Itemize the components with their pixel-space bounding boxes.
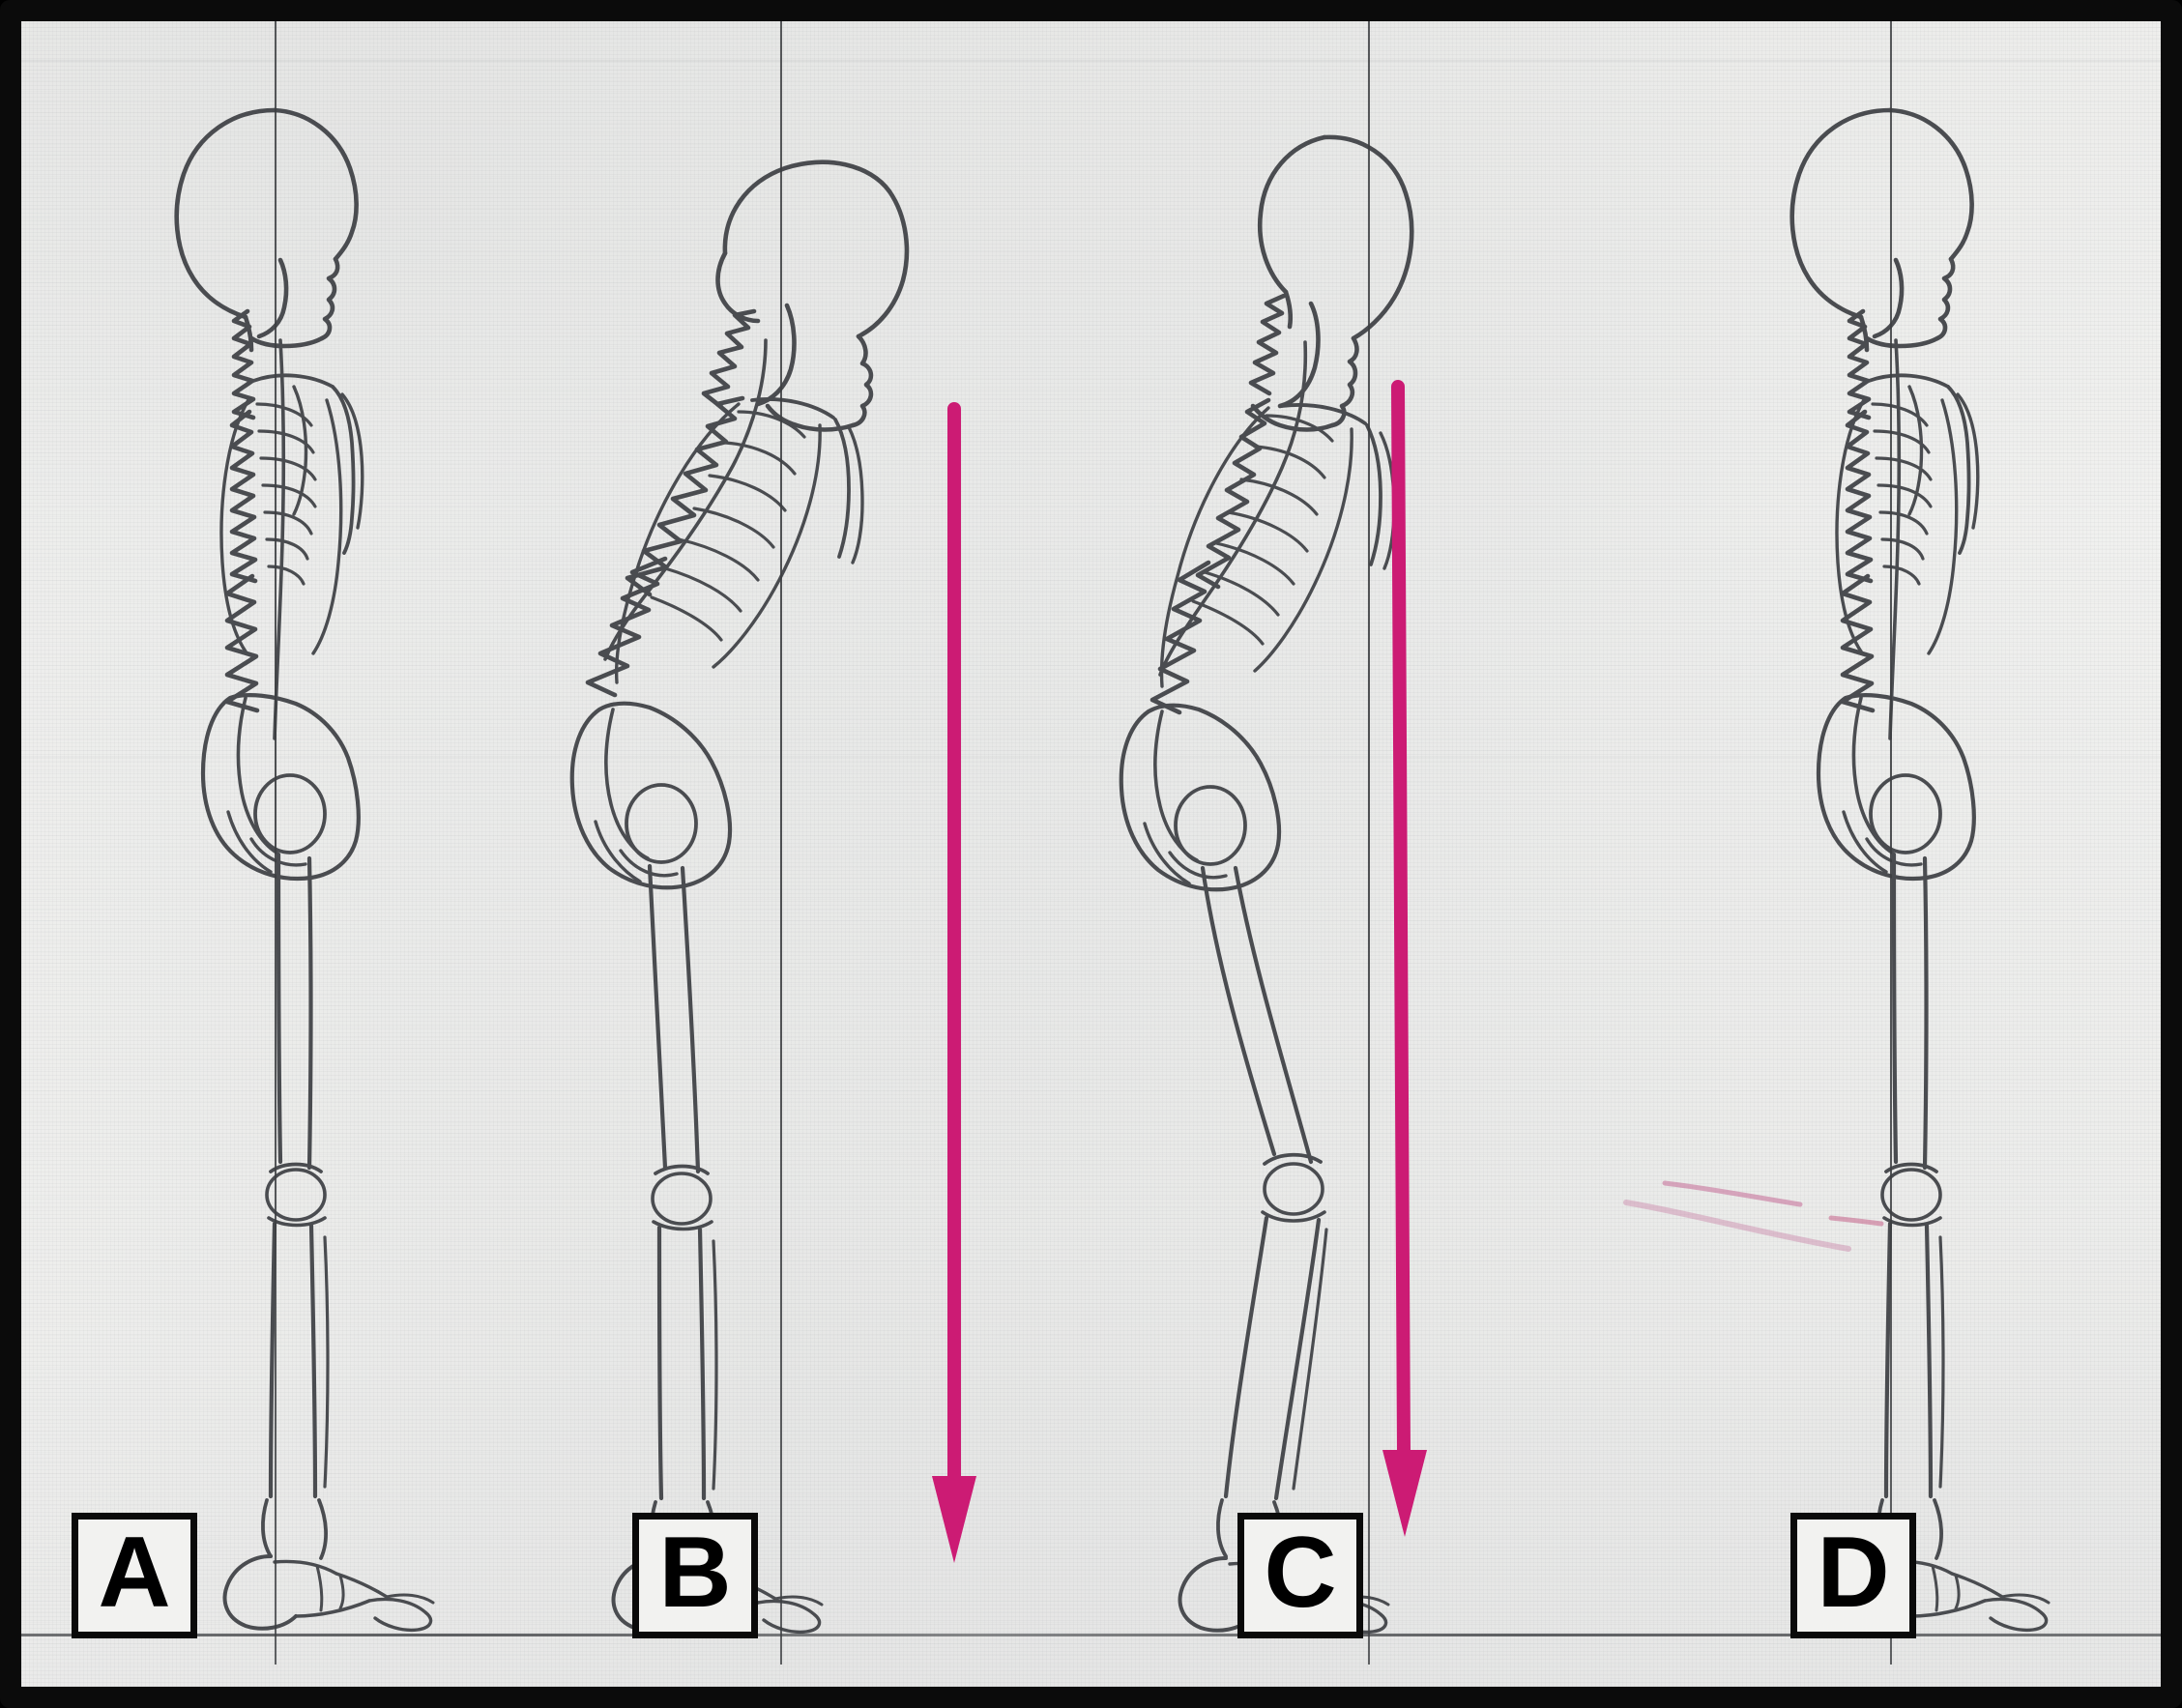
skeleton-drawing-d bbox=[1789, 107, 2051, 1633]
plumb-line-d bbox=[1890, 21, 1892, 1665]
skeleton-panel-b bbox=[476, 21, 1094, 1687]
panel-label-d-text: D bbox=[1817, 1517, 1890, 1629]
skeleton-drawing-a bbox=[174, 107, 435, 1633]
panel-label-d: D bbox=[1790, 1513, 1916, 1638]
gravity-force-arrow-b bbox=[932, 402, 976, 1563]
skeleton-drawing-b bbox=[569, 159, 910, 1635]
skeleton-drawing-c bbox=[1119, 134, 1414, 1635]
panel-label-a-text: A bbox=[98, 1517, 171, 1629]
plumb-line-c bbox=[1368, 21, 1370, 1665]
plumb-line-b bbox=[780, 21, 782, 1665]
gravity-force-arrow-c bbox=[1382, 380, 1427, 1537]
scanned-paper-canvas: A B C D bbox=[21, 21, 2161, 1687]
skeleton-panel-d bbox=[1655, 21, 2161, 1687]
panel-label-b-text: B bbox=[658, 1517, 732, 1629]
panel-label-a: A bbox=[72, 1513, 197, 1638]
plumb-line-a bbox=[275, 21, 276, 1665]
panel-label-c-text: C bbox=[1264, 1517, 1337, 1629]
skeleton-panel-c bbox=[1036, 21, 1655, 1687]
panel-label-b: B bbox=[632, 1513, 758, 1638]
skeleton-panel-a bbox=[21, 21, 524, 1687]
panel-label-c: C bbox=[1237, 1513, 1363, 1638]
